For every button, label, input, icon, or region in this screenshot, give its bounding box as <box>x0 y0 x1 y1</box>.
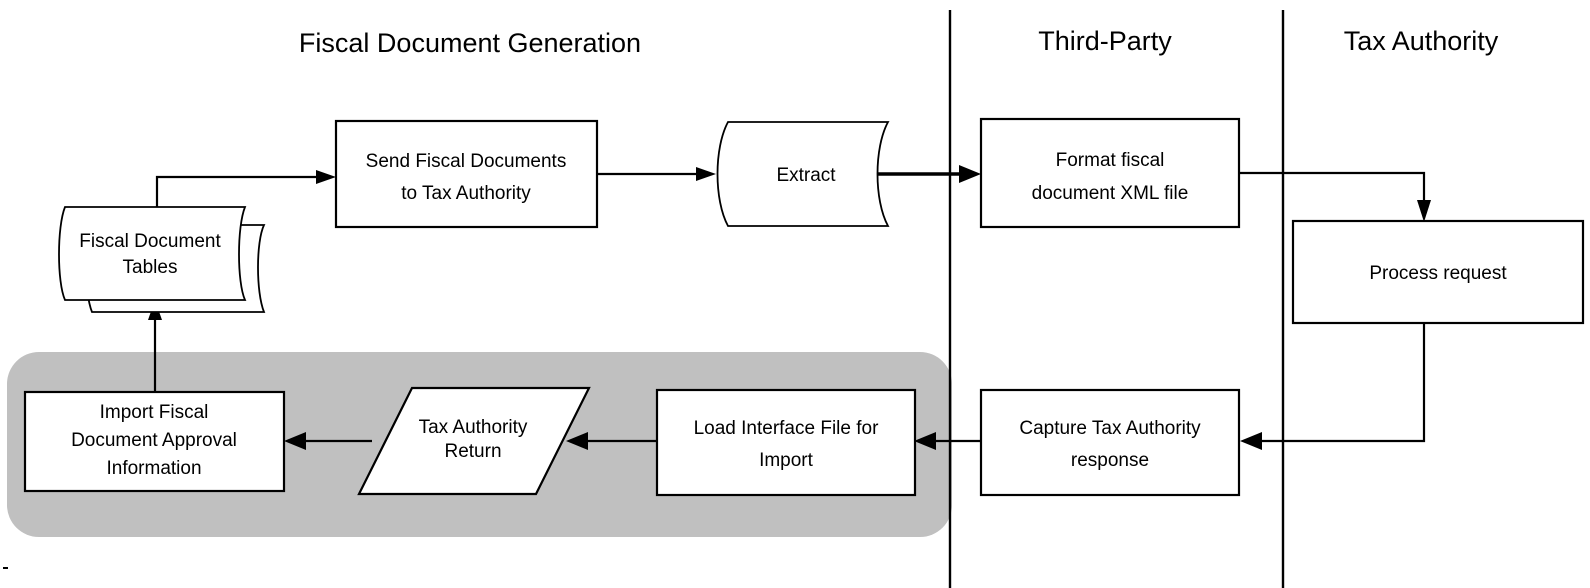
node-label-import-approval-line2: Document Approval <box>71 430 237 451</box>
node-label-extract: Extract <box>776 165 836 186</box>
node-label-load-interface-line1: Load Interface File for <box>694 418 879 439</box>
node-label-load-interface-line2: Import <box>759 450 814 471</box>
node-label-send-fiscal-documents-line2: to Tax Authority <box>401 183 531 204</box>
node-capture-tax-authority-response[interactable]: Capture Tax Authority response <box>979 388 1241 497</box>
node-label-import-approval-line3: Information <box>106 458 201 479</box>
node-label-import-approval-line1: Import Fiscal <box>100 402 209 423</box>
connector-return-to-import <box>284 432 372 450</box>
node-label-tax-authority-return-line2: Return <box>444 441 501 462</box>
connector-format-to-process <box>1239 171 1431 222</box>
node-label-send-fiscal-documents-line1: Send Fiscal Documents <box>366 151 567 172</box>
node-label-format-fiscal-xml-line2: document XML file <box>1032 183 1189 204</box>
node-label-capture-response-line1: Capture Tax Authority <box>1019 418 1201 439</box>
connector-load-to-return <box>566 432 657 450</box>
node-import-fiscal-approval[interactable]: Import Fiscal Document Approval Informat… <box>23 390 286 493</box>
node-label-fiscal-document-tables-line1: Fiscal Document <box>79 231 221 252</box>
connector-process-to-capture <box>1240 323 1426 450</box>
node-fiscal-document-tables[interactable]: Fiscal Document Tables <box>58 206 266 313</box>
node-label-format-fiscal-xml-line1: Format fiscal <box>1056 150 1165 171</box>
lane-title-fiscal-document-generation: Fiscal Document Generation <box>299 28 641 58</box>
node-process-request[interactable]: Process request <box>1291 219 1585 325</box>
node-format-fiscal-xml[interactable]: Format fiscal document XML file <box>979 117 1241 229</box>
node-label-capture-response-line2: response <box>1071 450 1149 471</box>
node-tax-authority-return[interactable]: Tax Authority Return <box>357 386 591 496</box>
node-label-fiscal-document-tables-line2: Tables <box>123 257 178 278</box>
node-load-interface-file[interactable]: Load Interface File for Import <box>655 388 917 497</box>
node-label-process-request: Process request <box>1369 263 1507 284</box>
connector-send-to-extract <box>597 167 716 181</box>
lane-title-tax-authority: Tax Authority <box>1344 26 1499 56</box>
lane-title-third-party: Third-Party <box>1038 26 1172 56</box>
connector-tables-to-send <box>155 170 336 207</box>
node-send-fiscal-documents[interactable]: Send Fiscal Documents to Tax Authority <box>334 119 599 229</box>
node-extract[interactable]: Extract <box>716 121 890 227</box>
connector-capture-to-load <box>914 432 981 450</box>
connector-extract-to-format <box>878 165 981 183</box>
node-label-tax-authority-return-line1: Tax Authority <box>419 417 528 438</box>
